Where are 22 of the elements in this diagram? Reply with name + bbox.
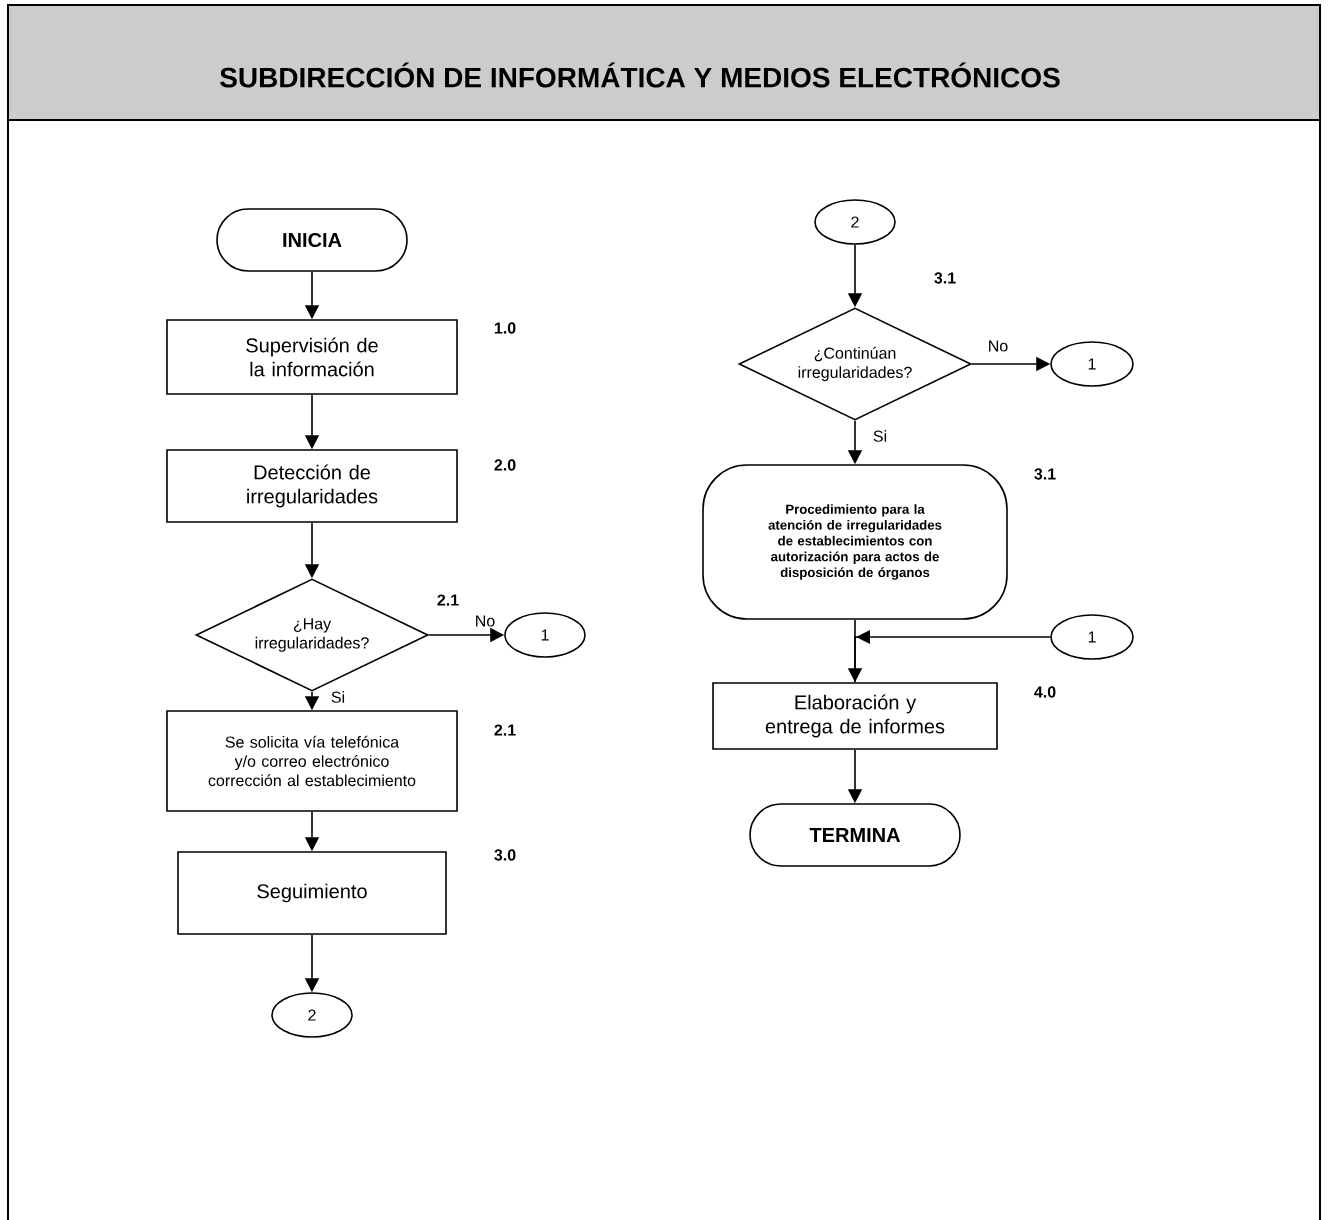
process-box: Seguimiento: [177, 851, 447, 935]
edge-label: No: [476, 615, 495, 627]
step-number: 3.0: [494, 849, 516, 861]
process-box: Detección de irregularidades: [166, 449, 458, 523]
terminal-box: INICIA: [216, 208, 408, 272]
step-number: 2.1: [494, 724, 516, 736]
step-number: 2.1: [437, 594, 459, 606]
step-number: 2.0: [494, 459, 516, 471]
step-number: 3.1: [1034, 468, 1056, 480]
step-number: 4.0: [1034, 686, 1056, 698]
title: SUBDIRECCIÓN DE INFORMÁTICA Y MEDIOS ELECTRÓNICOS: [220, 62, 1060, 88]
edge-label: Si: [331, 691, 345, 703]
subprocess-box: Procedimiento para la atención de irregularidades de establecimientos con autorización para actos de disposición de órganos: [702, 464, 1008, 620]
edge-label: Si: [873, 430, 887, 442]
arrow: [854, 630, 1051, 683]
edge-label: No: [989, 340, 1008, 352]
step-number: 3.1: [934, 272, 956, 284]
process-box: Supervisión de la información: [166, 319, 458, 395]
step-number: 1.0: [494, 322, 516, 334]
process-box: Elaboración y entrega de informes: [712, 682, 998, 750]
process-box: Se solicita vía telefónica y/o correo electrónico corrección al establecimiento: [166, 710, 458, 812]
terminal-box: TERMINA: [749, 803, 961, 867]
